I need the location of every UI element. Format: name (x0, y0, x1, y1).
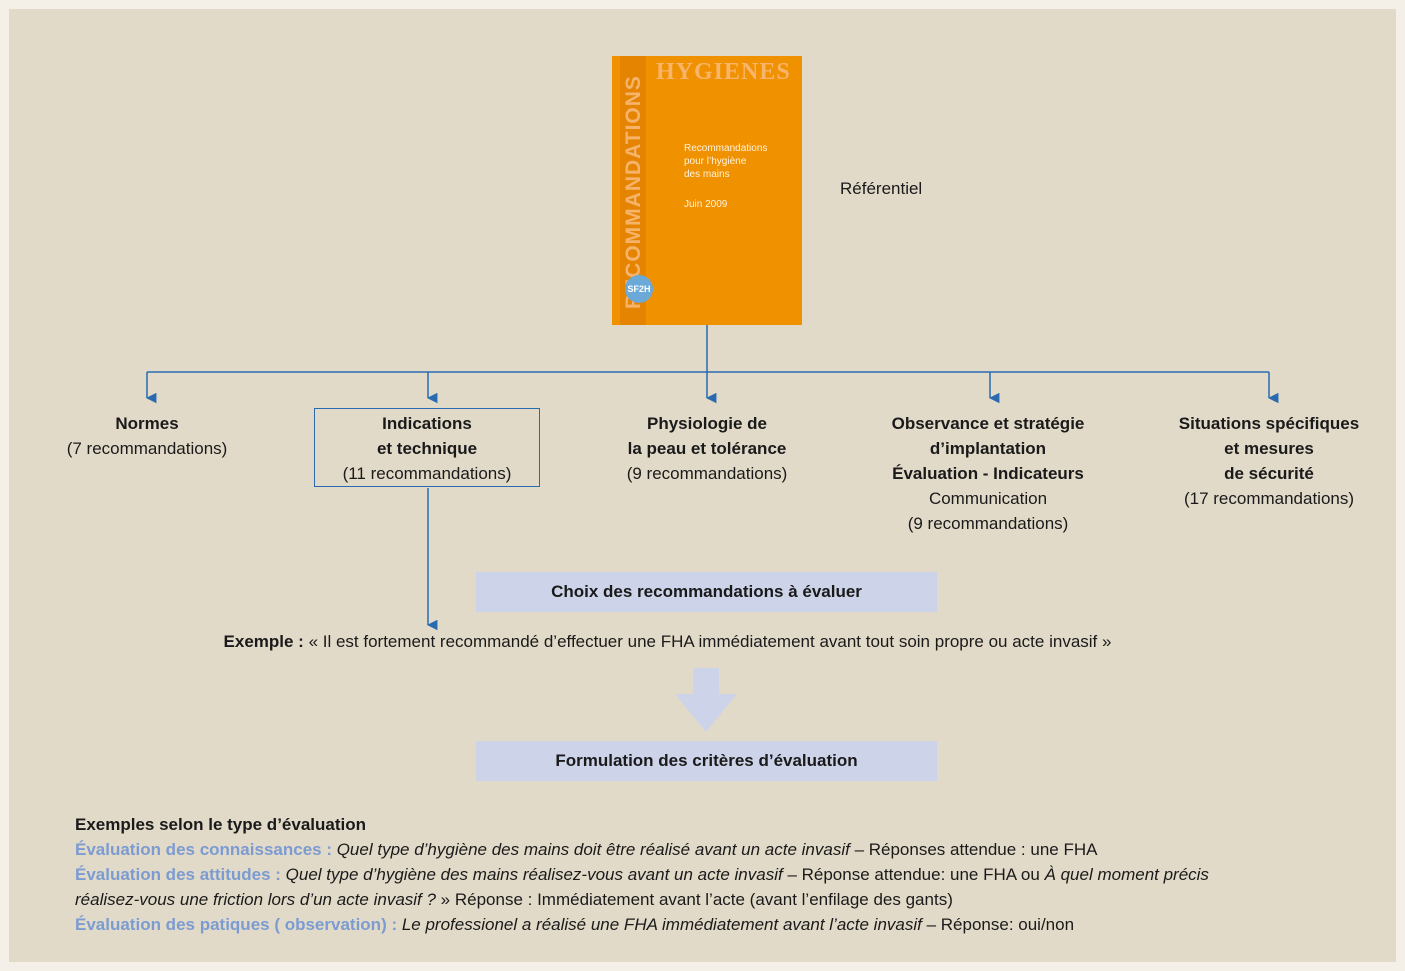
type-answer: – Réponse: oui/non (921, 915, 1075, 934)
type-practice: Évaluation des patiques ( observation) :… (75, 912, 1275, 937)
selected-category-box (314, 408, 540, 487)
category-title-line2: et mesures (1224, 439, 1314, 458)
category-extra: Communication (928, 489, 1048, 508)
type-label: Évaluation des connaissances : (75, 840, 332, 859)
category-situations: Situations spécifiques et mesures de séc… (1159, 411, 1379, 511)
cover-title: Recommandations pour l’hygiène des mains (684, 142, 794, 181)
type-question: À quel moment précis réalisez-vous une f… (75, 865, 1209, 909)
criteria-bar: Formulation des critères d’évaluation (476, 741, 937, 781)
cover-brand: HYGIENES (656, 59, 791, 85)
category-title-line2: d’implantation (929, 439, 1047, 458)
down-arrow-icon (675, 668, 737, 732)
category-observance: Observance et stratégie d’implantation É… (870, 411, 1106, 536)
category-physiologie: Physiologie de la peau et tolérance (9 r… (597, 411, 817, 486)
category-count: (17 recommandations) (1183, 489, 1355, 508)
category-indications: Indications et technique (11 recommandat… (314, 411, 540, 486)
category-title-line3: Évaluation - Indicateurs (892, 464, 1084, 483)
type-answer: – Réponses attendue : une FHA (849, 840, 1098, 859)
guideline-cover-image: RECOMMANDATIONS HYGIENES Recommandations… (612, 56, 802, 325)
type-attitudes: Évaluation des attitudes : Quel type d’h… (75, 862, 1275, 912)
example-text: « Il est fortement recommandé d’effectue… (303, 632, 1112, 651)
category-title-line3: de sécurité (1224, 464, 1314, 483)
evaluation-types: Exemples selon le type d’évaluation Éval… (75, 812, 1275, 937)
type-knowledge: Évaluation des connaissances : Quel type… (75, 837, 1275, 862)
type-answer: – Réponse attendue: une FHA ou (782, 865, 1045, 884)
sf2h-logo: SF2H (625, 275, 653, 303)
category-title: Indications (382, 414, 472, 433)
example-sentence: Exemple : « Il est fortement recommandé … (0, 632, 1335, 652)
category-count: (11 recommandations) (342, 464, 512, 483)
type-question: Quel type d’hygiène des mains réalisez-v… (280, 865, 783, 884)
cover-title-line: pour l’hygiène (684, 156, 747, 167)
type-question: Quel type d’hygiène des mains doit être … (331, 840, 850, 859)
cover-title-line: des mains (684, 169, 730, 180)
category-title: Normes (115, 414, 179, 433)
cover-title-line: Recommandations (684, 143, 768, 154)
category-count: (9 recommandations) (907, 514, 1069, 533)
type-answer: » Réponse : Immédiatement avant l’acte (… (435, 890, 953, 909)
example-label: Exemple : (223, 632, 304, 651)
type-question: Le professionel a réalisé une FHA immédi… (397, 915, 922, 934)
cover-date: Juin 2009 (684, 199, 728, 210)
category-normes: Normes (7 recommandations) (47, 411, 247, 461)
type-label: Évaluation des patiques ( observation) : (75, 915, 398, 934)
category-count: (9 recommandations) (626, 464, 788, 483)
category-title-line2: la peau et tolérance (627, 439, 787, 458)
referentiel-label: Référentiel (840, 179, 923, 198)
choice-bar: Choix des recommandations à évaluer (476, 572, 937, 612)
category-count: (7 recommandations) (66, 439, 228, 458)
types-heading: Exemples selon le type d’évaluation (75, 815, 366, 834)
category-title: Observance et stratégie (891, 414, 1085, 433)
type-label: Évaluation des attitudes : (75, 865, 281, 884)
category-title: Physiologie de (647, 414, 767, 433)
category-title-line2: et technique (376, 439, 478, 458)
category-title: Situations spécifiques (1178, 414, 1360, 433)
